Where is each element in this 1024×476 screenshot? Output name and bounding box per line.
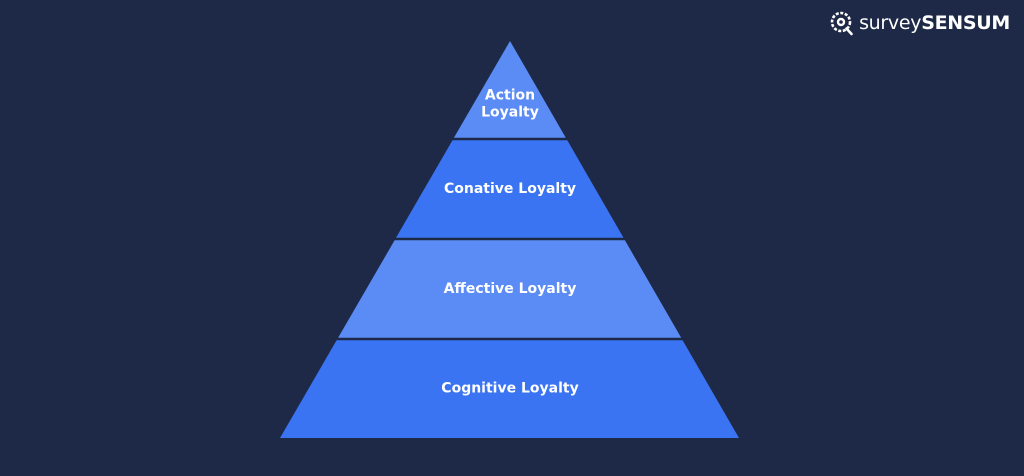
pyramid-tier-3 <box>338 240 682 338</box>
brand-name-bold: SENSUM <box>921 12 1010 34</box>
pyramid-tier-4 <box>280 340 739 438</box>
pyramid-tier-3-label: Affective Loyalty <box>444 281 577 297</box>
pyramid-tier-1-label: Loyalty <box>481 105 539 121</box>
brain-gear-logo-icon <box>830 11 853 36</box>
brand-name-light: survey <box>859 12 922 34</box>
pyramid-tier-2-label: Conative Loyalty <box>444 181 576 197</box>
brand-logo: surveySENSUM <box>829 9 1010 37</box>
brand-name: surveySENSUM <box>859 12 1010 34</box>
pyramid-tier-2 <box>396 140 624 238</box>
pyramid-tier-4-label: Cognitive Loyalty <box>441 381 578 397</box>
pyramid-tier-1 <box>453 41 566 138</box>
pyramid-tier-1-label: Action <box>485 88 535 104</box>
